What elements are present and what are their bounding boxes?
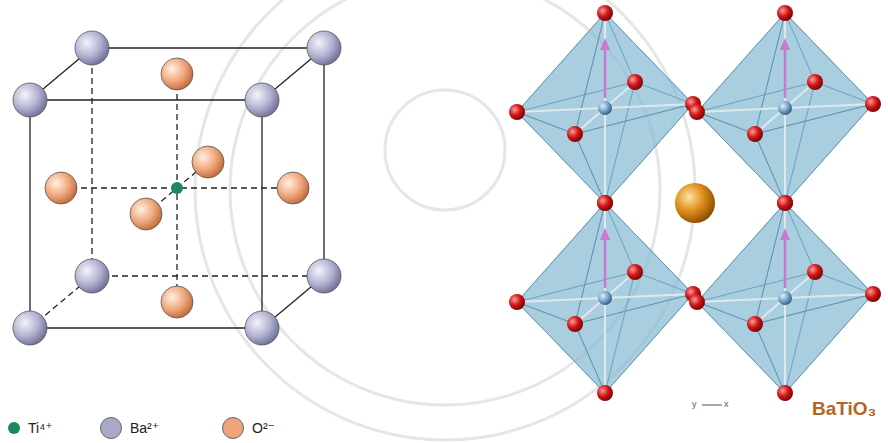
ti-ion: [598, 291, 612, 305]
legend-swatch: [100, 417, 122, 439]
polarization-arrow: [604, 238, 607, 288]
ti-ion: [778, 291, 792, 305]
ba-ion: [307, 31, 341, 65]
o-ion: [597, 385, 613, 401]
o-ion: [509, 104, 525, 120]
legend-item: Ti⁴⁺: [8, 416, 53, 440]
legend-text: Ba²⁺: [130, 420, 159, 436]
o-ion: [567, 126, 583, 142]
cell-edge: [29, 100, 30, 328]
o-ion: [865, 286, 881, 302]
arrow-head: [780, 38, 790, 50]
ba-ion: [13, 83, 47, 117]
legend-swatch: [8, 422, 20, 434]
arrow-head: [600, 228, 610, 240]
axis-line: [702, 405, 722, 406]
legend-text: Ti⁴⁺: [28, 420, 53, 436]
o-ion: [747, 126, 763, 142]
hidden-edge: [92, 275, 324, 276]
legend-item: O²⁻: [222, 416, 275, 440]
cell-edge: [92, 47, 324, 48]
o-ion: [627, 264, 643, 280]
o-ion: [747, 316, 763, 332]
cell-edge: [261, 100, 262, 328]
cell-edge: [323, 48, 324, 276]
ba-ion: [75, 259, 109, 293]
axis-label: x: [724, 399, 729, 409]
o-ion: [777, 385, 793, 401]
ba-ion: [245, 83, 279, 117]
unit-cell: [13, 31, 341, 345]
ti-ion: [598, 101, 612, 115]
octahedra: [509, 5, 881, 405]
ba-ion: [675, 183, 715, 223]
polarization-arrow: [784, 238, 787, 288]
polarization-arrow: [784, 48, 787, 98]
o-ion: [597, 195, 613, 211]
o-ion: [807, 74, 823, 90]
o-ion: [509, 294, 525, 310]
o-ion: [597, 5, 613, 21]
o-ion: [807, 264, 823, 280]
ba-ion: [13, 311, 47, 345]
legend-swatch: [222, 417, 244, 439]
cell-edge: [30, 99, 262, 100]
o-ion: [777, 195, 793, 211]
ba-ion: [75, 31, 109, 65]
o-ion: [130, 198, 162, 230]
o-ion: [689, 294, 705, 310]
o-ion: [865, 96, 881, 112]
o-ion: [161, 58, 193, 90]
watermark-seal: [195, 0, 695, 440]
legend-item: Ba²⁺: [100, 416, 159, 440]
arrow-head: [600, 38, 610, 50]
o-ion: [192, 146, 224, 178]
ba-ion: [245, 311, 279, 345]
ba-ion: [307, 259, 341, 293]
arrow-head: [780, 228, 790, 240]
legend-text: O²⁻: [252, 420, 275, 436]
o-ion: [777, 5, 793, 21]
cell-edge: [30, 327, 262, 328]
axis-label: y: [692, 399, 697, 409]
o-ion: [777, 195, 793, 211]
o-ion: [161, 286, 193, 318]
ti-ion: [171, 182, 183, 194]
formula-label: BaTiO₃: [812, 398, 876, 420]
o-ion: [597, 195, 613, 211]
ti-ion: [778, 101, 792, 115]
o-ion: [689, 104, 705, 120]
o-ion: [277, 172, 309, 204]
polarization-arrow: [604, 48, 607, 98]
hidden-edge: [91, 48, 92, 276]
o-ion: [627, 74, 643, 90]
o-ion: [567, 316, 583, 332]
o-ion: [45, 172, 77, 204]
